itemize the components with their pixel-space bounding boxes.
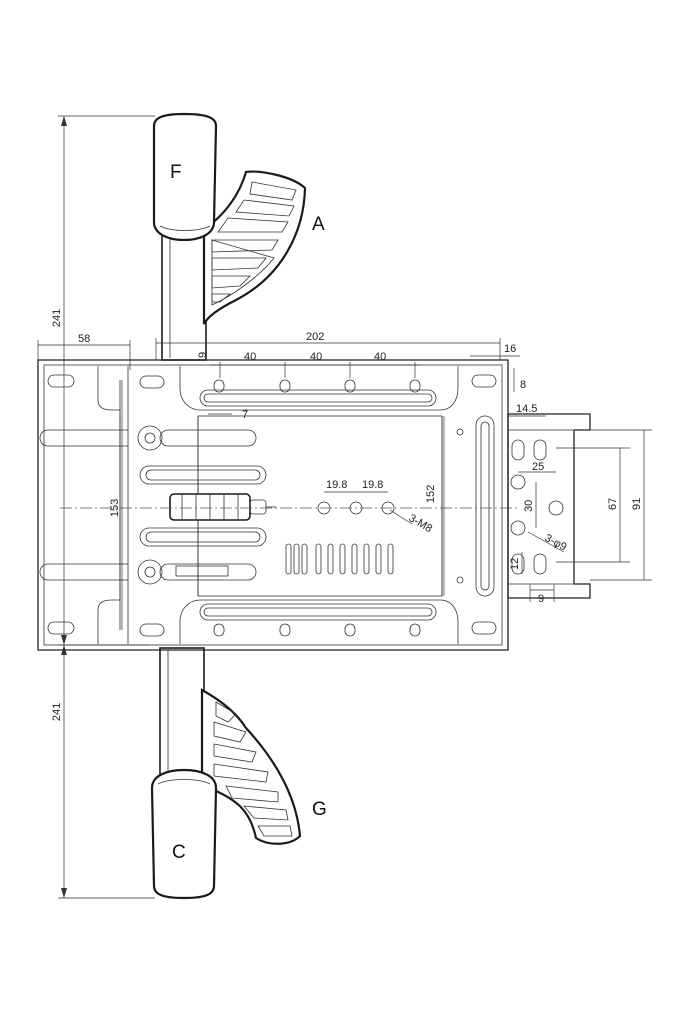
dimension-annotations: 58 202 9 40 40 40 7 16 8 14.5 25 153: [37, 331, 652, 630]
dim-7: 7: [242, 409, 248, 421]
label-a: A: [312, 214, 325, 235]
dim-241-bottom: 241: [51, 703, 63, 721]
dim-241-top: 241: [51, 309, 63, 327]
label-f: F: [170, 162, 182, 183]
dim-153: 153: [109, 499, 121, 517]
dim-9-top: 9: [197, 352, 209, 358]
dim-202: 202: [306, 331, 324, 343]
paddle-lever-g: [200, 688, 302, 845]
paddle-lever-a: [202, 170, 307, 325]
lower-handle-rod: [159, 647, 205, 777]
dim-8: 8: [520, 379, 526, 391]
dim-91: 91: [631, 498, 643, 510]
dim-58: 58: [78, 333, 90, 345]
right-bracket: [507, 413, 591, 599]
dim-19-8-b: 19.8: [362, 479, 383, 491]
dim-40-a: 40: [244, 351, 256, 363]
dim-3-phi9: 3-φ9: [543, 532, 569, 553]
dim-3-m8: 3-M8: [407, 512, 435, 535]
base-plate: [37, 359, 509, 651]
label-c: C: [172, 842, 186, 863]
dim-25: 25: [532, 461, 544, 473]
dim-40-c: 40: [374, 351, 386, 363]
handle-grip-c: [150, 768, 218, 900]
vent-slots: [285, 543, 394, 575]
dim-40-b: 40: [310, 351, 322, 363]
dim-16: 16: [504, 343, 516, 355]
dim-14-5: 14.5: [516, 403, 537, 415]
dim-152: 152: [425, 485, 437, 503]
dim-9-bottom: 9: [538, 593, 544, 605]
label-g: G: [312, 799, 327, 820]
dim-30: 30: [523, 500, 535, 512]
dim-19-8-a: 19.8: [326, 479, 347, 491]
handle-grip-f: [152, 112, 218, 242]
dim-67: 67: [607, 498, 619, 510]
upper-handle-rod: [161, 229, 207, 361]
overall-height-dimension: 241 241: [51, 115, 155, 899]
dim-12: 12: [509, 558, 521, 570]
